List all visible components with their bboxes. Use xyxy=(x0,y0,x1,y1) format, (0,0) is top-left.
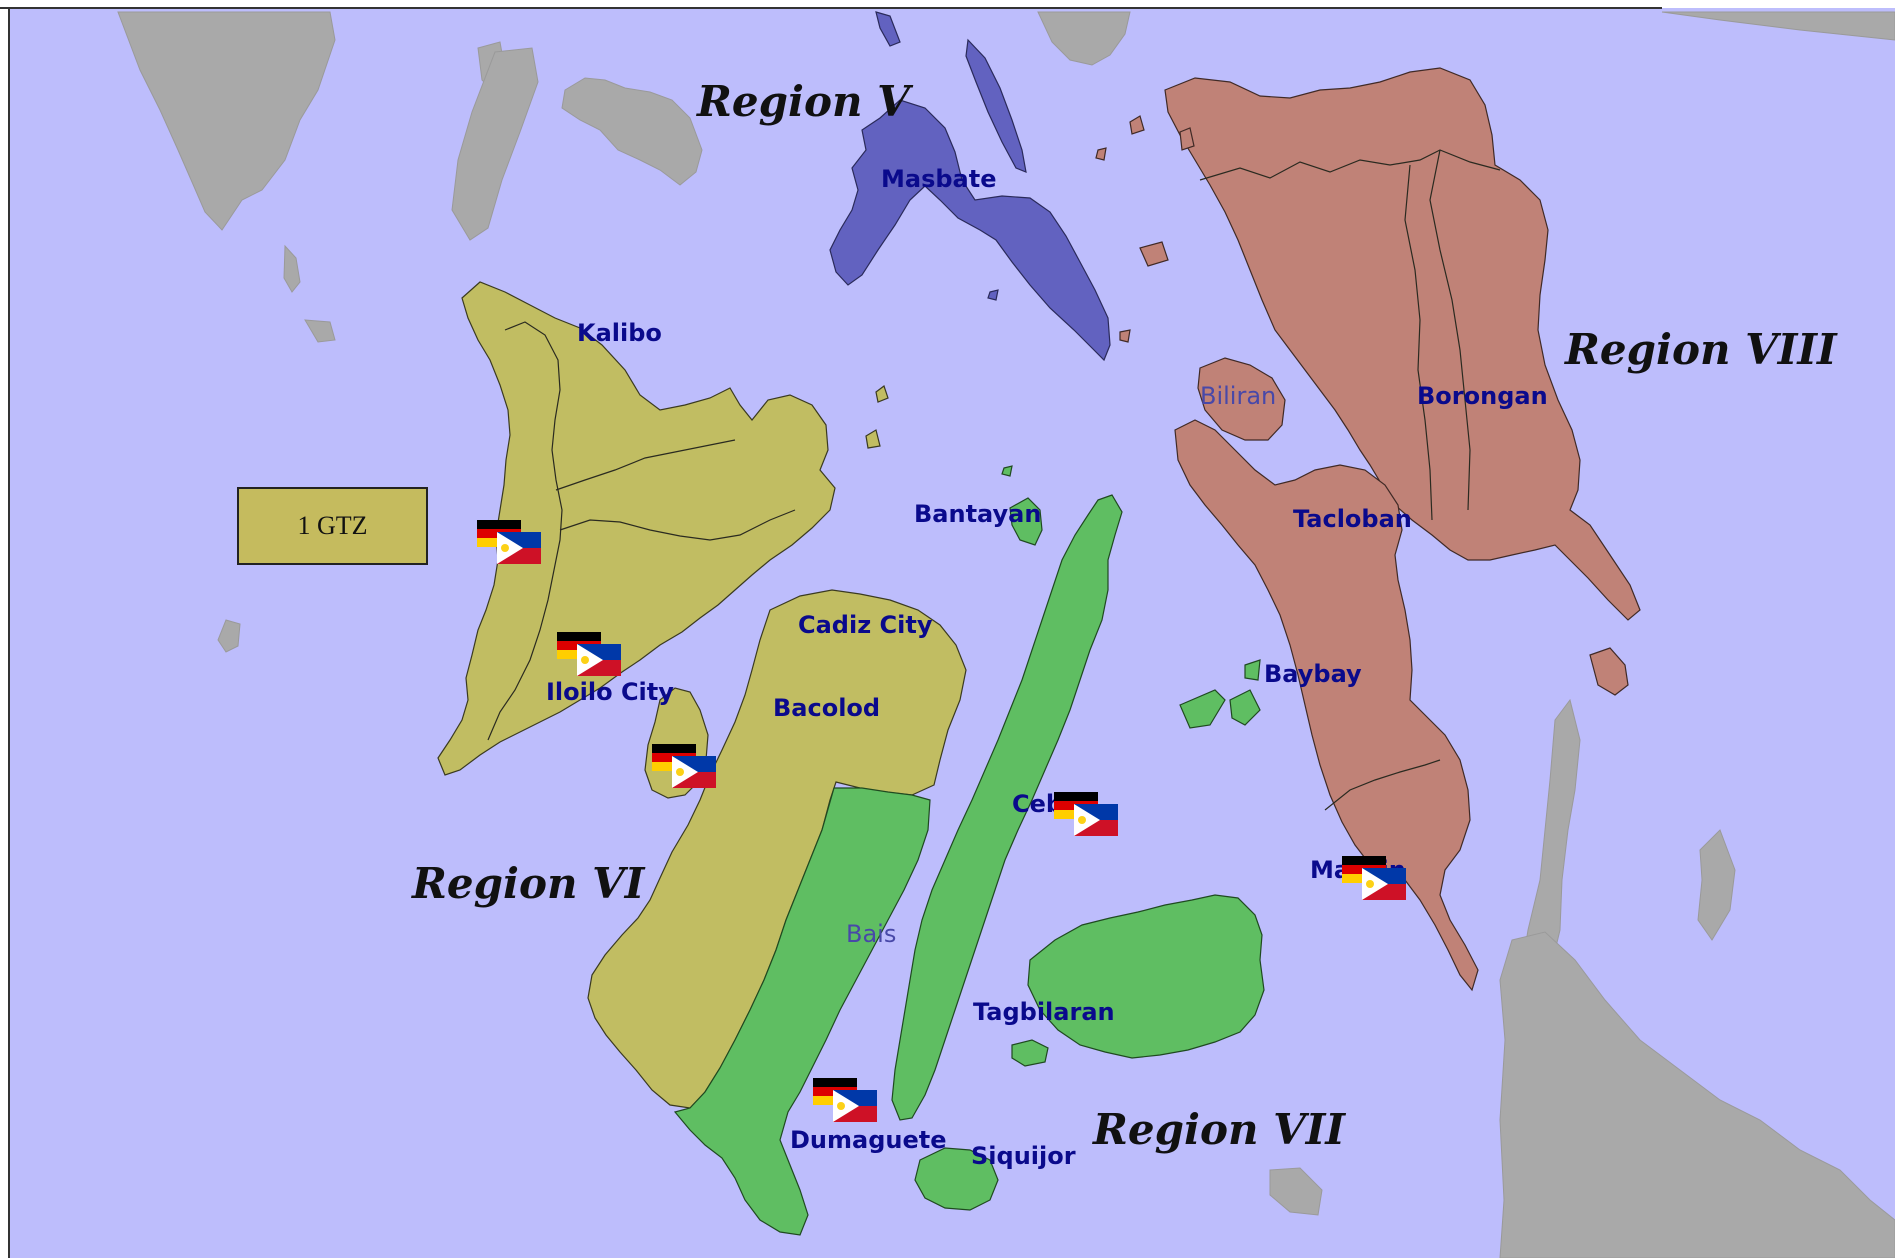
legend-box-1-gtz: 1 GTZ xyxy=(237,487,428,565)
foreign-island-tablas xyxy=(451,47,539,241)
islet xyxy=(1119,329,1131,343)
city-label-tagbilaran: Tagbilaran xyxy=(973,998,1115,1026)
city-label-biliran: Biliran xyxy=(1200,382,1276,410)
island-samar xyxy=(1164,67,1641,621)
city-label-baybay: Baybay xyxy=(1264,660,1362,688)
city-label-iloilo: Iloilo City xyxy=(546,678,674,706)
city-label-tacloban: Tacloban xyxy=(1293,505,1412,533)
foreign-islet xyxy=(283,244,301,293)
island-cebu xyxy=(891,494,1123,1121)
city-label-kalibo: Kalibo xyxy=(577,319,662,347)
region-viii-area xyxy=(1139,67,1641,992)
island-negros-oriental xyxy=(673,787,931,1236)
province-border-samar-north xyxy=(1199,149,1501,181)
islet-cebu-south xyxy=(1011,1039,1049,1067)
foreign-islet-camiguin xyxy=(1269,1167,1323,1216)
scattered-islets xyxy=(865,115,1145,477)
island-camotes-2 xyxy=(1229,689,1261,726)
province-border-samar-1 xyxy=(1404,164,1433,521)
foreign-land-northeast xyxy=(1661,11,1895,41)
city-label-bantayan: Bantayan xyxy=(914,500,1041,528)
foreign-islet xyxy=(217,619,241,653)
foreign-islet xyxy=(304,319,336,343)
region-labels: Region V Region VI Region VII Region VII… xyxy=(411,77,1838,1154)
islet xyxy=(1095,147,1107,161)
city-label-cadiz: Cadiz City xyxy=(798,611,933,639)
island-masbate xyxy=(829,99,1111,362)
island-leyte xyxy=(1174,419,1479,992)
region-v-area xyxy=(829,11,1111,362)
region-vii-area xyxy=(673,494,1265,1236)
city-label-siquijor: Siquijor xyxy=(971,1142,1076,1170)
island-bohol xyxy=(1027,894,1265,1059)
legend-label: 1 GTZ xyxy=(297,511,368,540)
city-label-dumaguete: Dumaguete xyxy=(790,1126,947,1154)
city-label-masbate: Masbate xyxy=(881,165,997,193)
city-label-borongan: Borongan xyxy=(1417,382,1548,410)
island-burias-tip xyxy=(875,11,901,47)
province-border-panay-3 xyxy=(559,509,796,541)
island-biliran xyxy=(1197,357,1286,441)
foreign-land xyxy=(117,11,1895,1258)
islet xyxy=(1001,465,1013,477)
islet-camotes xyxy=(1244,659,1261,681)
province-border-leyte xyxy=(1324,759,1441,811)
region-label-viii: Region VIII xyxy=(1564,325,1838,374)
islet xyxy=(1129,115,1145,135)
province-border-panay-1 xyxy=(487,321,563,741)
region-label-v: Region V xyxy=(696,77,914,126)
islet xyxy=(865,429,881,449)
island-bantayan xyxy=(1009,497,1043,546)
region-label-vi: Region VI xyxy=(411,859,646,908)
island-siquijor xyxy=(914,1147,999,1211)
islet-samar xyxy=(1179,127,1195,151)
islet xyxy=(875,385,889,403)
foreign-island-north xyxy=(1037,11,1131,66)
foreign-island-siargao xyxy=(1697,829,1736,941)
islet xyxy=(987,289,999,301)
foreign-island-sibuyan xyxy=(561,77,703,186)
province-border-panay-2 xyxy=(555,439,736,491)
island-camotes-1 xyxy=(1179,689,1226,729)
city-label-bacolod: Bacolod xyxy=(773,694,880,722)
city-label-bais: Bais xyxy=(846,920,896,948)
foreign-land-mindanao xyxy=(1499,931,1895,1258)
foreign-island-mindoro xyxy=(117,11,336,231)
region-label-vii: Region VII xyxy=(1092,1105,1346,1154)
islet-samar-west xyxy=(1139,241,1169,267)
island-ticao xyxy=(965,38,1027,173)
province-border-samar-2 xyxy=(1429,149,1471,511)
island-homonhon xyxy=(1589,647,1629,696)
